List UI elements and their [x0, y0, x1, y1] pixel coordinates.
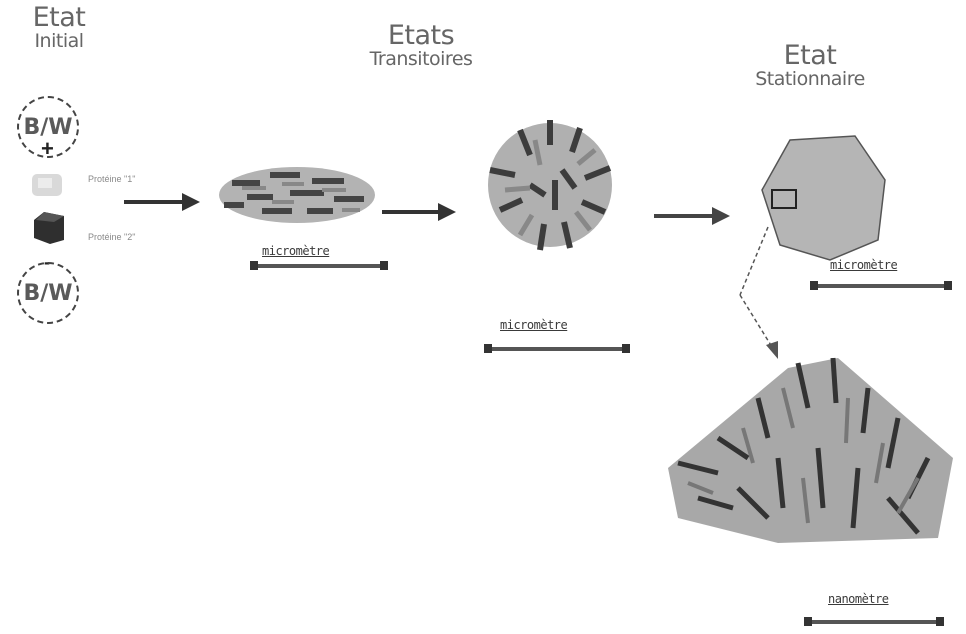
arrow-right-icon [122, 190, 202, 214]
protein-1-label: Protéine "1" [88, 174, 135, 184]
scale-label-stationary: micromètre [830, 258, 897, 272]
aggregate-small-flat [212, 160, 382, 230]
stage-title-transitory: Etats Transitoires [346, 22, 496, 70]
stage-title-transitory-line2: Transitoires [346, 50, 496, 70]
protein-2-label: Protéine "2" [88, 232, 135, 242]
scale-bar-transitory-2 [486, 347, 628, 351]
aggregate-spiky-ball [460, 100, 640, 270]
arrow-right-icon [652, 204, 732, 228]
aggregate-zoomed-structure [658, 348, 958, 548]
stage-title-stationary-line1: Etat [725, 42, 895, 70]
stage-title-initial: Etat Initial [24, 4, 94, 52]
scale-label-zoom: nanomètre [828, 592, 889, 606]
stage-title-stationary-line2: Stationnaire [725, 70, 895, 90]
stage-title-initial-line1: Etat [24, 4, 94, 32]
scale-label-transitory-1: micromètre [262, 244, 329, 258]
species-sign-plus: + [41, 136, 54, 162]
scale-bar-transitory-1 [252, 264, 386, 268]
arrow-right-icon [380, 200, 458, 224]
scale-bar-stationary [812, 284, 950, 288]
scale-label-transitory-2: micromètre [500, 318, 567, 332]
stage-title-stationary: Etat Stationnaire [725, 42, 895, 90]
stage-title-transitory-line1: Etats [346, 22, 496, 50]
dashed-arrow-icon [730, 225, 790, 365]
species-circle-bottom: B/W [17, 262, 79, 324]
stage-title-initial-line2: Initial [24, 32, 94, 52]
scale-bar-zoom [806, 620, 942, 624]
protein-1-icon [30, 170, 66, 200]
protein-2-icon [30, 210, 66, 246]
